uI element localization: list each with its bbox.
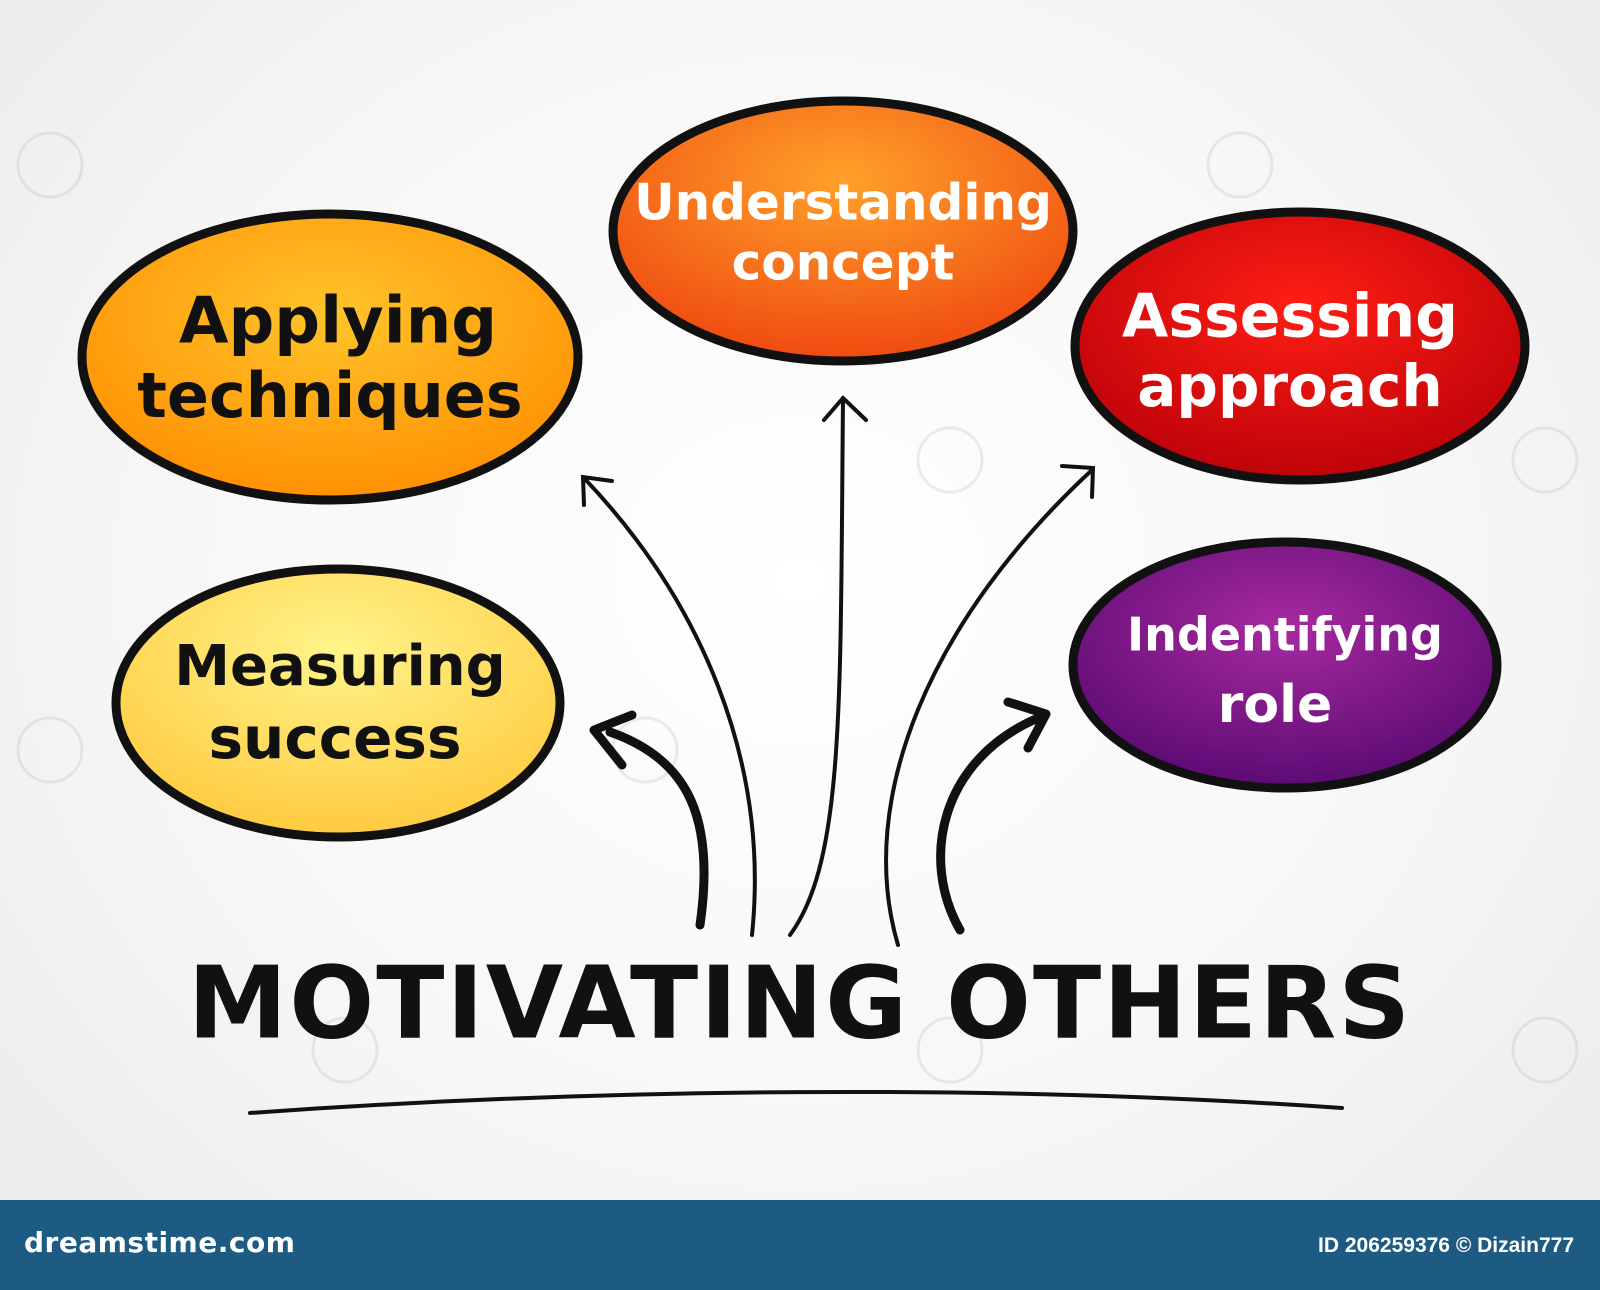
watermark-icon [1511, 426, 1579, 494]
mind-map-svg: Understanding concept Applying technique… [16, 96, 1579, 1115]
diagram-title: MOTIVATING OTHERS [188, 944, 1412, 1061]
node-identifying-role: Indentifying role [1068, 537, 1502, 793]
node-measuring-success: Measuring success [111, 564, 565, 842]
node-applying-techniques-line1: Applying [179, 285, 497, 359]
node-identifying-role-line1: Indentifying [1127, 608, 1443, 662]
arrowhead-measuring-success [589, 710, 637, 770]
node-assessing-approach: Assessing approach [1070, 207, 1530, 485]
watermark-icon [311, 1016, 379, 1084]
node-understanding-concept-line1: Understanding [634, 174, 1052, 232]
arrow-to-applying-techniques [582, 476, 757, 937]
node-measuring-success-line2: success [209, 704, 462, 772]
watermark-icon [1511, 1016, 1579, 1084]
node-measuring-success-line1: Measuring [174, 634, 505, 699]
node-understanding-concept-line2: concept [732, 234, 955, 292]
arrowhead-understanding-concept [822, 395, 868, 422]
arrowhead-applying-techniques [580, 474, 614, 507]
thick-arrows-group [589, 697, 1051, 935]
watermark-icon [916, 1016, 984, 1084]
title-underline [248, 1089, 1344, 1115]
watermark-icon [1206, 131, 1274, 199]
arrowhead-identifying-role [1003, 697, 1051, 753]
node-identifying-role-line2: role [1218, 675, 1332, 735]
footer-bar: dreamstime.com ID 206259376 © Dizain777 [0, 1200, 1600, 1290]
mind-map-canvas: Understanding concept Applying technique… [16, 96, 1579, 1115]
arrows-group [580, 395, 1096, 947]
node-understanding-concept: Understanding concept [608, 96, 1078, 366]
node-applying-techniques-line2: techniques [137, 359, 522, 432]
node-assessing-approach-line1: Assessing [1122, 282, 1458, 352]
node-assessing-approach-line2: approach [1137, 352, 1442, 420]
arrow-to-understanding-concept [788, 398, 845, 937]
footer-credit: ID 206259376 © Dizain777 [1318, 1234, 1574, 1257]
arrowhead-assessing-approach [1060, 464, 1096, 499]
arrow-to-identifying-role [936, 713, 1043, 935]
watermark-icon [916, 426, 984, 494]
node-applying-techniques: Applying techniques [77, 209, 583, 505]
watermark-icon [16, 131, 84, 199]
arrow-to-measuring-success [605, 727, 709, 930]
arrow-to-assessing-approach [884, 468, 1094, 947]
watermark-icon [16, 716, 84, 784]
footer-brand[interactable]: dreamstime.com [24, 1226, 296, 1259]
